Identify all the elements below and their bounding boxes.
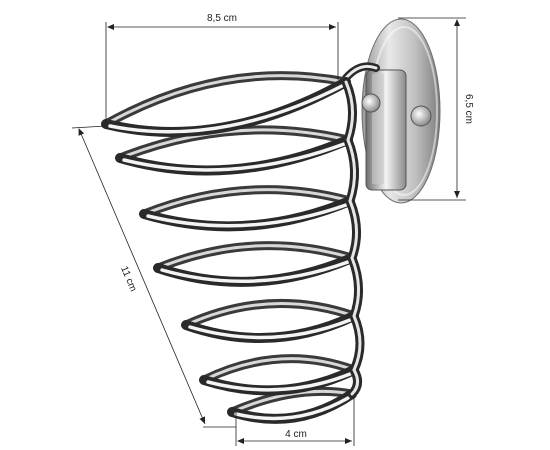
dimension-bottom-width: 4 cm — [235, 396, 355, 446]
mount-bracket — [342, 62, 432, 191]
height-label: 11 cm — [118, 265, 138, 294]
plate-height-label: 6,5 cm — [463, 94, 474, 124]
dimension-top-width: 8,5 cm — [105, 13, 339, 124]
chrome-spiral — [101, 71, 365, 424]
screw-knob-icon — [410, 105, 432, 127]
screw-knob-icon — [361, 93, 381, 113]
top-width-label: 8,5 cm — [207, 13, 237, 24]
bottom-width-label: 4 cm — [285, 429, 307, 440]
dimension-plate-height: 6,5 cm — [398, 17, 474, 201]
